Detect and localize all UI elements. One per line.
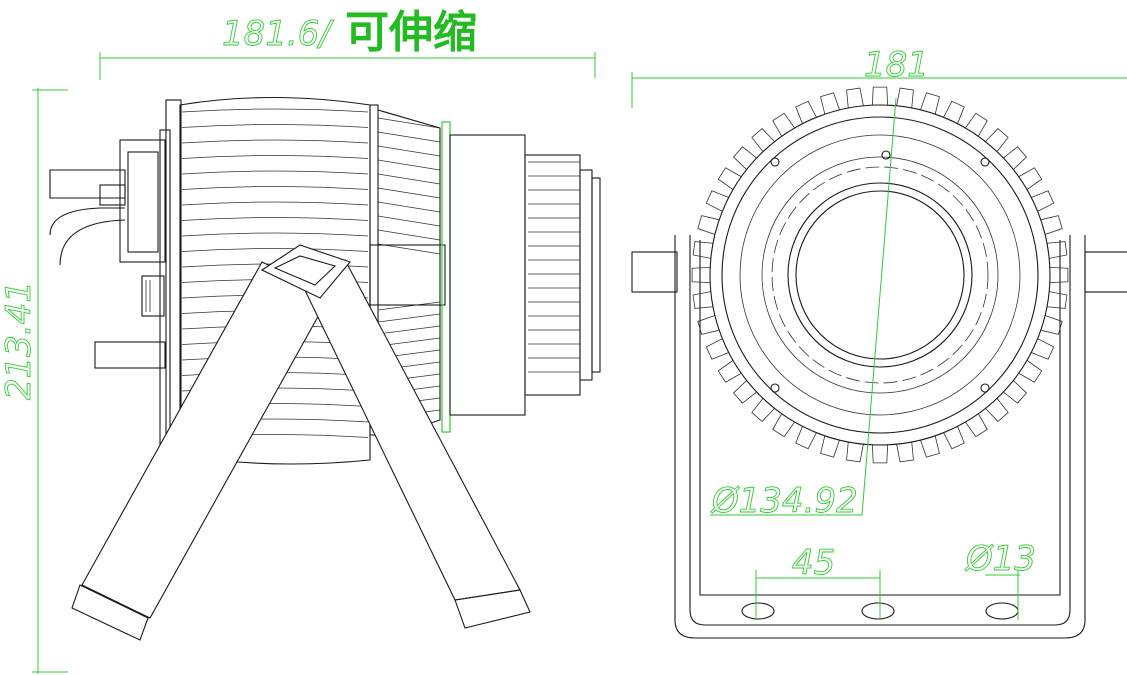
gear-tooth (795, 100, 817, 124)
gear-tooth (692, 291, 714, 309)
fin-line (181, 186, 369, 190)
fin-slope (377, 243, 441, 255)
gear-tooth (871, 86, 889, 106)
fin-line (181, 155, 369, 159)
fin-slope (377, 301, 441, 311)
gear-tooth (705, 190, 729, 212)
gear-tooth (1003, 146, 1027, 170)
fin-line (181, 201, 369, 206)
gear-tooth (772, 112, 795, 137)
fin-slope (377, 131, 441, 143)
gear-tooth (1046, 241, 1068, 259)
front-width-dimension: 181 (864, 45, 929, 85)
gear-tooth (697, 215, 720, 235)
fin-line (181, 124, 369, 128)
fin-line (181, 139, 369, 144)
fin-slope (377, 215, 441, 227)
side-bracket (71, 244, 531, 641)
gear-tooth (820, 435, 840, 458)
fin-slope (377, 313, 441, 323)
gear-tooth (1003, 380, 1027, 404)
gear-tooth (1040, 315, 1063, 335)
fin-slope (377, 201, 441, 213)
side-width-dimension: 181.6/ (222, 14, 334, 54)
gear-tooth (691, 266, 711, 284)
side-height-dimension: 213.41 (0, 281, 39, 400)
gear-tooth (1031, 190, 1055, 212)
gear-tooth (751, 128, 775, 152)
gear-tooth (733, 380, 757, 404)
gear-tooth (1018, 167, 1043, 190)
gear-tooth (1018, 360, 1043, 383)
gear-tooth (733, 146, 757, 170)
front-lamp-head (691, 86, 1069, 464)
fin-slope (377, 229, 441, 241)
gear-tooth (985, 128, 1009, 152)
front-diameter-dimension: Ø134.92 (710, 481, 858, 521)
gear-tooth (846, 87, 864, 109)
fin-line (181, 232, 369, 237)
fin-line (181, 108, 369, 113)
side-cables (49, 169, 166, 369)
side-view: 181.6/ 可伸缩 213.41 (0, 7, 601, 674)
gear-tooth (705, 338, 729, 360)
gear-tooth (896, 441, 914, 463)
gear-tooth (751, 398, 775, 422)
gear-tooth (1049, 266, 1069, 284)
front-dimensions: 181 Ø134.92 45 Ø13 (631, 45, 1127, 620)
hole-diameter-dimension: Ø13 (964, 539, 1036, 579)
gear-tooth (717, 360, 742, 383)
gear-tooth (871, 444, 889, 464)
front-view: 181 Ø134.92 45 Ø13 (631, 45, 1127, 639)
gear-tooth (1046, 291, 1068, 309)
side-width-note: 可伸缩 (345, 7, 477, 58)
hole-spacing-dimension: 45 (792, 543, 835, 583)
gear-tooth (846, 441, 864, 463)
fin-slope (377, 117, 441, 129)
fin-line (181, 217, 369, 221)
fin-line (181, 248, 369, 252)
fin-slope (377, 145, 441, 157)
fin-slope (377, 173, 441, 185)
gear-tooth (717, 167, 742, 190)
gear-tooth (965, 112, 988, 137)
gear-tooth (943, 100, 965, 124)
fin-line (181, 170, 369, 175)
gear-tooth (697, 315, 720, 335)
gear-tooth (820, 92, 840, 115)
gear-tooth (985, 398, 1009, 422)
gear-tooth (795, 426, 817, 450)
side-front-housing (441, 121, 601, 433)
side-dimensions: 181.6/ 可伸缩 213.41 (0, 7, 596, 674)
gear-tooth (920, 92, 940, 115)
gear-tooth (896, 87, 914, 109)
gear-tooth (920, 435, 940, 458)
gear-tooth (965, 413, 988, 438)
gear-tooth (1031, 338, 1055, 360)
gear-tooth (772, 413, 795, 438)
fin-slope (377, 159, 441, 171)
gear-tooth (692, 241, 714, 259)
gear-tooth (1040, 215, 1063, 235)
fin-slope (377, 325, 441, 335)
gear-tooth (943, 426, 965, 450)
fin-slope (377, 187, 441, 199)
